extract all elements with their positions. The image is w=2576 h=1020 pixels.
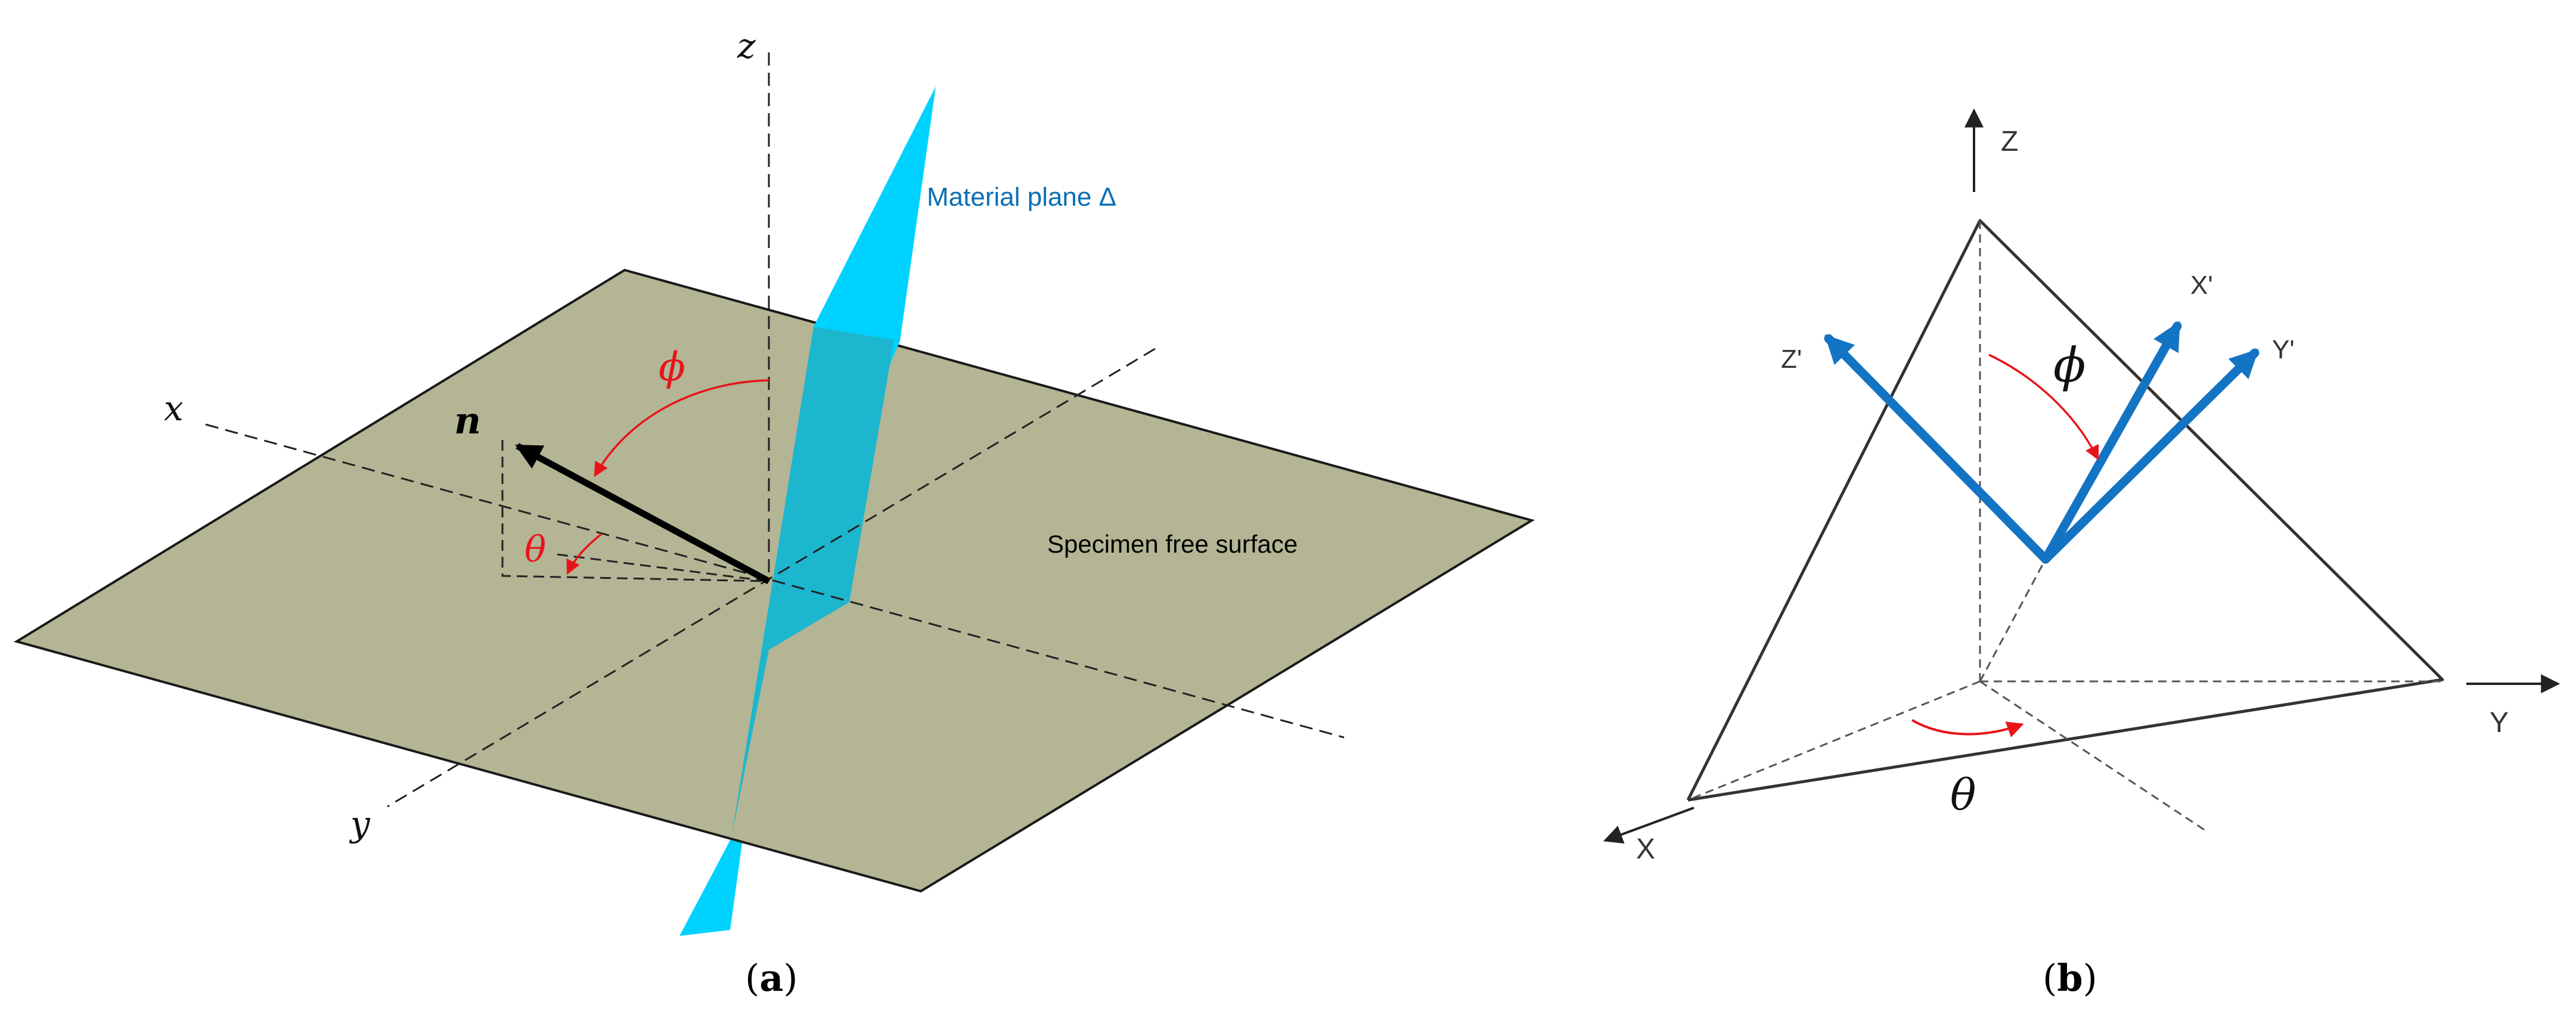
theta-arc — [566, 532, 603, 575]
x-axis-arrow — [1603, 807, 1694, 844]
hidden-edges — [1687, 221, 2442, 832]
theta-arc-b — [1911, 719, 2024, 737]
tetrahedron-outline — [1686, 219, 2444, 802]
y-prime-arrow — [2041, 348, 2260, 564]
surface-label: Specimen free surface — [1047, 530, 1298, 558]
axis-Yp-label: Y' — [2272, 335, 2295, 364]
rotated-axes — [1824, 321, 2260, 564]
caption-a: (a) — [745, 956, 798, 1000]
panel-a: z x y n ϕ θ Material plane Δ Specimen fr… — [14, 26, 1535, 1000]
projection-line-diag — [557, 553, 769, 582]
x-prime-arrow — [2041, 321, 2182, 564]
panel-b: Z Y X Z' X' Y' ϕ θ (b) — [1603, 108, 2561, 1000]
normal-label: n — [454, 399, 481, 442]
normal-vector-n — [515, 443, 771, 584]
phi-label-b: ϕ — [2053, 337, 2086, 393]
y-axis-line — [387, 348, 1156, 808]
material-plane-overlap — [732, 327, 894, 835]
theta-label: θ — [524, 529, 546, 571]
phi-arc — [594, 379, 769, 478]
axis-z-label: z — [737, 26, 756, 66]
axis-Zp-label: Z' — [1781, 345, 1802, 374]
axis-Z-label: Z — [2001, 126, 2018, 157]
z-prime-arrow — [1824, 334, 2050, 564]
phi-label: ϕ — [659, 344, 685, 390]
x-axis-line — [205, 423, 1345, 739]
axis-x-label: x — [164, 388, 184, 429]
material-plane-lower — [679, 650, 769, 936]
axis-y-label: y — [349, 804, 371, 844]
axis-Xp-label: X' — [2190, 271, 2213, 300]
axis-Y-label: Y — [2490, 707, 2509, 739]
material-plane-label: Material plane Δ — [927, 182, 1116, 212]
axis-X-label: X — [1636, 833, 1655, 865]
caption-b: (b) — [2043, 956, 2097, 1000]
projection-lines — [501, 440, 769, 582]
phi-arc-b — [1988, 354, 2099, 461]
theta-label-b: θ — [1950, 770, 1976, 820]
